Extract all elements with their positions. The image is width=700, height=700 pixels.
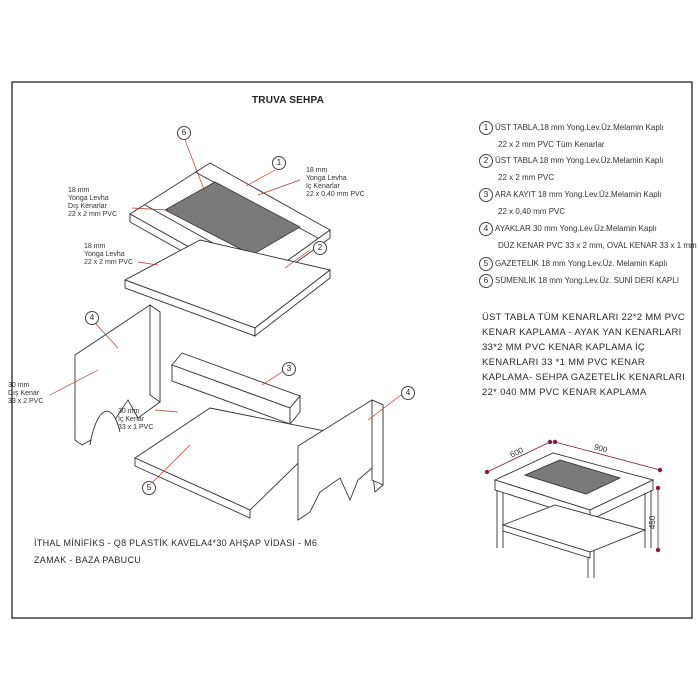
legend-item-2-line1: ÜST TABLA 18 mm Yong.Lev.Üz.Melamin Kapl…: [495, 156, 664, 165]
part-number-2: 2: [313, 241, 327, 255]
dimension-lines: [484, 439, 663, 553]
legend-item-4-line2: DÜZ KENAR PVC 33 x 2 mm, OVAL KENAR 33 x…: [498, 241, 697, 250]
legend-item-3-line2: 22 x 0,40 mm PVC: [498, 207, 566, 216]
legend-item-4-line1: AYAKLAR 30 mm Yong.Lev.Üz.Melamin Kaplı: [495, 224, 657, 233]
part-number-5: 5: [142, 481, 156, 495]
legend-num-1: 1: [479, 121, 493, 135]
rail-part-3: [171, 352, 301, 426]
assembled-pad: [523, 459, 622, 495]
legend-num-4: 4: [479, 222, 493, 236]
dimension-height: 450: [648, 515, 658, 530]
legend-item-1-line1: ÜST TABLA,18 mm Yong.Lev.Üz.Melamin Kapl…: [495, 123, 664, 132]
left-leg-part-4: [74, 304, 161, 446]
legend-item-5-line1: GAZETELİK 18 mm Yong.Lev.Üz. Melamin Kap…: [495, 259, 668, 268]
assembled-view: [493, 452, 655, 578]
leather-pad-part-6: [164, 181, 301, 256]
part-number-1: 1: [272, 156, 286, 170]
hardware-footer: İTHAL MİNİFİKS - Q8 PLASTİK KAVELA4*30 A…: [34, 538, 318, 565]
legend-num-5: 5: [479, 257, 493, 271]
legend-num-6: 6: [479, 274, 493, 288]
right-leg-part-4: [297, 399, 384, 521]
edge-banding-note: ÜST TABLA TÜM KENARLARI 22*2 MM PVC KENA…: [482, 312, 686, 398]
frame-border: [11, 81, 693, 619]
part-number-6: 6: [177, 126, 191, 140]
legend-num-3: 3: [479, 188, 493, 202]
legend-item-2-line2: 22 x 2 mm PVC: [498, 173, 555, 182]
part-number-4-left: 4: [85, 311, 99, 325]
lower-top-panel-part-2: [123, 239, 332, 337]
part-number-4-right: 4: [401, 386, 415, 400]
legend-item-3-line1: ARA KAYIT 18 mm Yong.Lev.Üz.Melamin Kapl…: [495, 190, 662, 199]
legend-item-1-line2: 22 x 2 mm PVC Tüm Kenarlar: [498, 140, 605, 149]
legend-num-2: 2: [479, 154, 493, 168]
part-number-3: 3: [282, 362, 296, 376]
page-title: TRUVA SEHPA: [252, 95, 325, 106]
leader-lines: [49, 139, 406, 486]
legend-item-6-line1: SÜMENLİK 18 mm Yong.Lev.Üz. SUNİ DERİ KA…: [495, 276, 679, 285]
